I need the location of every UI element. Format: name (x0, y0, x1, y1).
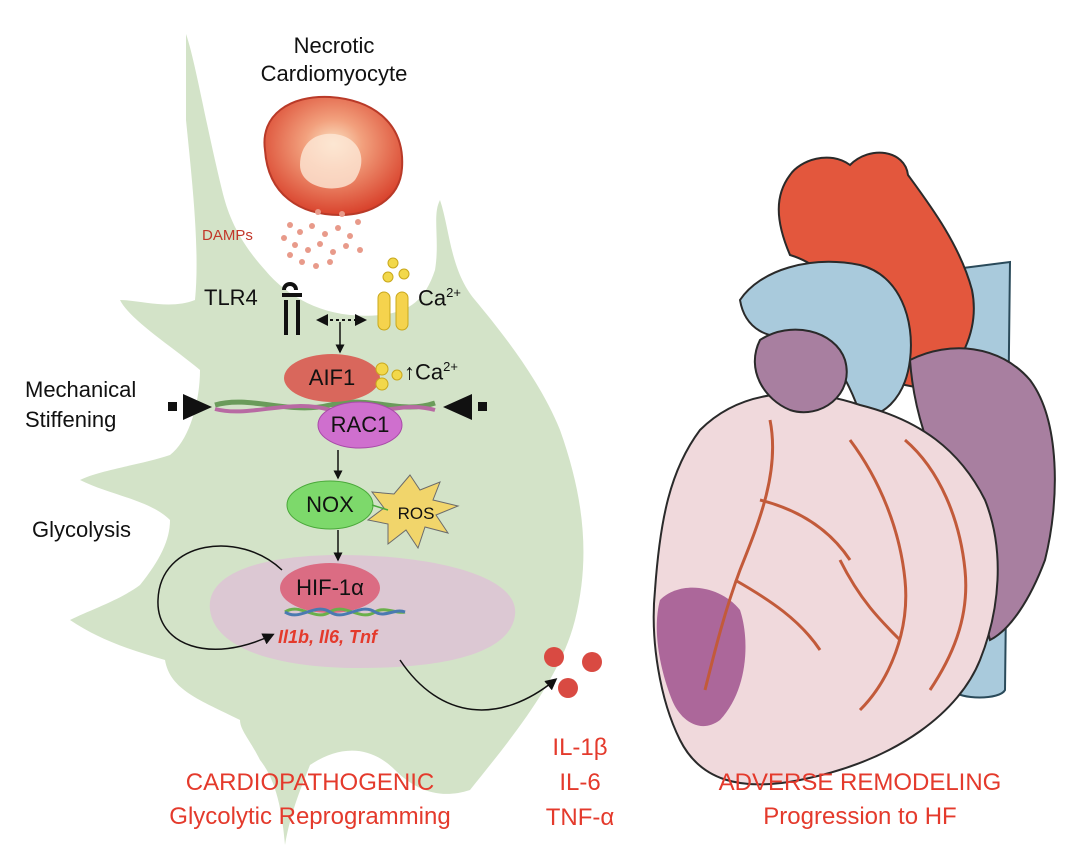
cytokine-il6-label: IL-6 (559, 769, 601, 796)
ca-channel-label: Ca2+ (418, 285, 461, 311)
ca-rise-label: ↑Ca2+ (404, 359, 458, 385)
mechanical-label-line1: Mechanical (25, 377, 137, 402)
necrotic-label-line2: Cardiomyocyte (260, 61, 408, 86)
left-panel-subtitle: Glycolytic Reprogramming (169, 803, 451, 830)
hif1a-node (280, 563, 380, 613)
ros-burst (366, 474, 460, 550)
secretion-arrow (399, 659, 558, 711)
aif1-node (284, 354, 380, 402)
heart-illustration (652, 151, 1056, 786)
necrotic-label-line1: Necrotic (293, 33, 375, 58)
ca-channel-sup: 2+ (446, 285, 461, 300)
dna-strand (284, 607, 406, 617)
mechanical-label-line2: Stiffening (25, 407, 117, 432)
heart-ventricle (652, 392, 999, 786)
tlr4-receptor (282, 282, 302, 335)
rac1-node (317, 401, 403, 449)
ca-channel-text: Ca (418, 285, 447, 311)
ros-feedback-arrow (371, 504, 389, 511)
damps-label: DAMPs (202, 227, 253, 244)
aif1-label: AIF1 (308, 365, 356, 390)
ca-rise-text: ↑Ca (404, 359, 444, 385)
tlr4-label: TLR4 (204, 285, 258, 310)
nox-label: NOX (306, 492, 354, 517)
necrotic-nucleus (300, 133, 362, 189)
rac1-label: RAC1 (330, 412, 390, 437)
cytokine-tnfa-label: TNF-α (545, 804, 615, 831)
glycolysis-loop-arrow (157, 545, 283, 650)
gene-targets-label: Il1b, Il6, Tnf (278, 627, 378, 647)
glycolysis-label: Glycolysis (32, 517, 132, 542)
hif1a-label: HIF-1α (296, 575, 364, 600)
right-panel-subtitle: Progression to HF (763, 803, 957, 830)
calcium-ions (375, 362, 403, 391)
mechanical-arrow-left (168, 394, 212, 420)
right-panel-title: ADVERSE REMODELING (718, 769, 1002, 796)
cytokine-particles (544, 647, 602, 698)
right-atrium (753, 328, 848, 414)
coronary-arteries (703, 419, 968, 712)
cytokine-il1b-label: IL-1β (552, 734, 608, 761)
damps-particles (281, 209, 363, 269)
ros-label: ROS (397, 504, 435, 523)
calcium-channel (377, 257, 410, 331)
ca-rise-sup: 2+ (443, 359, 458, 374)
left-panel-title: CARDIOPATHOGENIC (185, 769, 435, 796)
mechanical-arrow-right (443, 394, 487, 420)
